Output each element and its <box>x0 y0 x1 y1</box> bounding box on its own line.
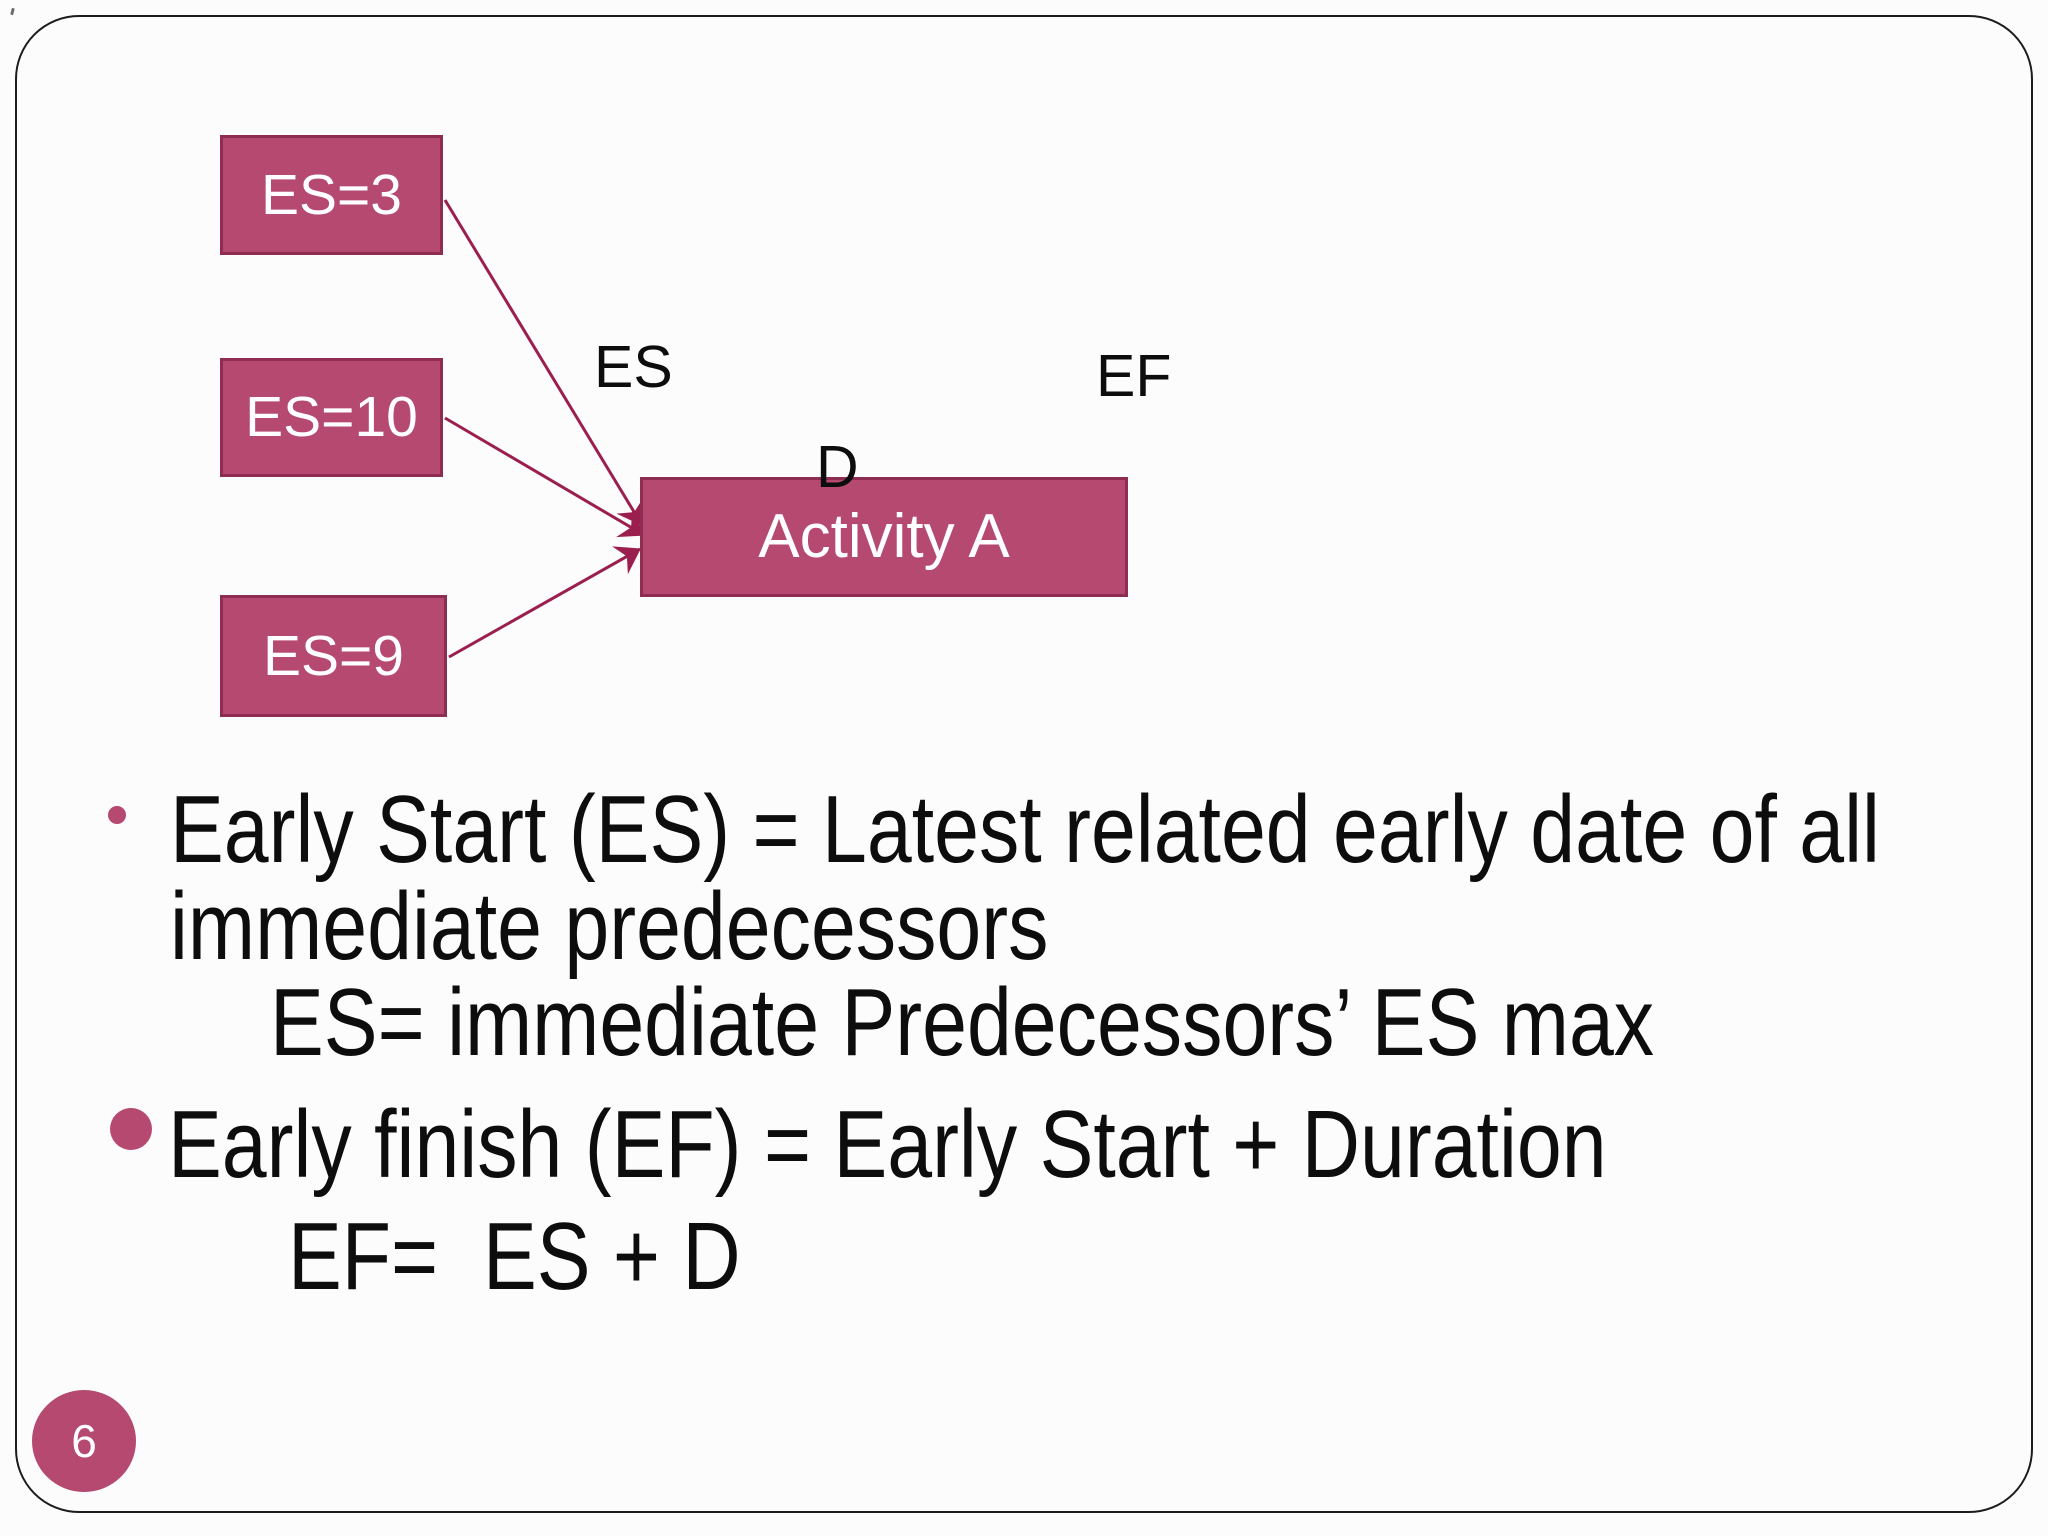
page-number-badge: 6 <box>32 1390 136 1492</box>
predecessor-box-es3: ES=3 <box>220 135 443 255</box>
duration-annotation: D <box>816 434 859 500</box>
bullet1-text-line2: immediate predecessors <box>170 873 1049 980</box>
bullet1-text-line1: Early Start (ES) = Latest related early … <box>170 776 1880 883</box>
bullet-dot-small <box>108 806 126 824</box>
bullet2-text: Early finish (EF) = Early Start + Durati… <box>168 1091 1607 1198</box>
bullet2-subformula: EF= ES + D <box>288 1203 741 1310</box>
bullet-dot-large <box>110 1108 152 1150</box>
bullet1-subformula: ES= immediate Predecessors’ ES max <box>270 969 1655 1076</box>
ef-annotation: EF <box>1096 343 1172 409</box>
predecessor-box-es10-label: ES=10 <box>245 385 418 449</box>
stray-mark <box>10 7 15 16</box>
es-annotation: ES <box>594 334 673 400</box>
page-number: 6 <box>71 1415 97 1467</box>
predecessor-box-es3-label: ES=3 <box>260 162 403 227</box>
predecessor-box-es9-label: ES=9 <box>262 623 405 688</box>
predecessor-box-es9: ES=9 <box>220 595 447 717</box>
predecessor-box-es10: ES=10 <box>220 358 443 477</box>
activity-box: Activity A <box>640 477 1128 597</box>
slide-border-frame <box>15 15 2033 1513</box>
activity-box-label: Activity A <box>758 502 1010 571</box>
